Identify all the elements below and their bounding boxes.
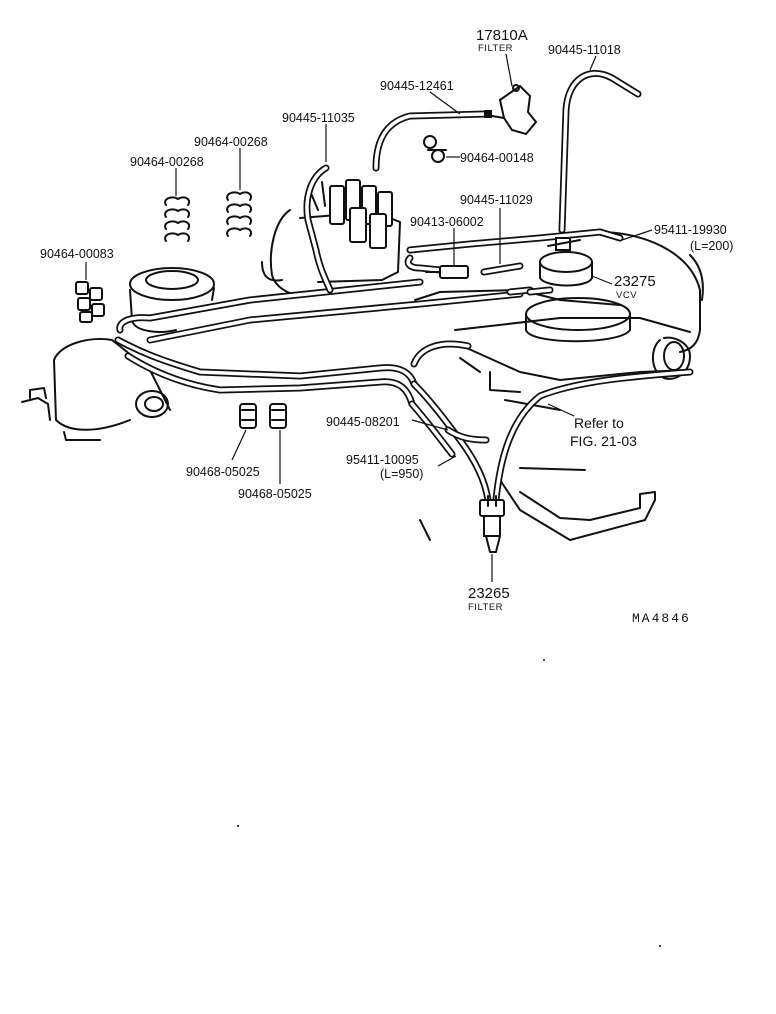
label-23265: 23265 — [468, 585, 510, 602]
label-90445-08201: 90445-08201 — [326, 415, 400, 429]
label-23275: 23275 — [614, 273, 656, 290]
spring-clips-90464-00268 — [164, 191, 252, 242]
length-95411-19930: (L=200) — [690, 239, 733, 253]
refer-to-line1: Refer to — [574, 415, 624, 431]
label-90445-11035: 90445-11035 — [282, 111, 355, 125]
diagram-code: MA4846 — [632, 611, 691, 626]
label-90445-11029: 90445-11029 — [460, 193, 533, 207]
hose-network — [114, 70, 694, 504]
label-90468-05025-b: 90468-05025 — [238, 487, 312, 501]
label-90445-11018: 90445-11018 — [548, 43, 621, 57]
leader-lines — [85, 53, 653, 582]
length-95411-10095: (L=950) — [380, 467, 423, 481]
clamps-90468-05025 — [239, 403, 287, 429]
filter-17810a-part — [484, 84, 538, 136]
label-90413-06002: 90413-06002 — [410, 215, 484, 229]
clips-90464-00083 — [75, 281, 105, 323]
scan-specks — [237, 659, 661, 947]
label-17810a: 17810A — [476, 27, 528, 44]
refer-to-line2: FIG. 21-03 — [570, 433, 637, 449]
filter-23265-part — [479, 495, 505, 553]
label-90445-12461: 90445-12461 — [380, 79, 454, 93]
engine-outline — [414, 231, 704, 541]
label-90464-00268-b: 90464-00268 — [130, 155, 204, 169]
clip-90464-00148-part — [423, 135, 447, 163]
distributor — [261, 179, 401, 298]
label-90464-00268-a: 90464-00268 — [194, 135, 268, 149]
note-23265: FILTER — [468, 602, 503, 613]
note-23275: VCV — [616, 290, 637, 301]
vcv-23275-part — [539, 237, 593, 287]
intake-elbow — [21, 267, 215, 441]
label-90468-05025-a: 90468-05025 — [186, 465, 260, 479]
label-90464-00083: 90464-00083 — [40, 247, 114, 261]
label-95411-10095: 95411-10095 — [346, 453, 419, 467]
label-90464-00148: 90464-00148 — [460, 151, 534, 165]
part-labels: 17810A FILTER 90445-11018 90445-12461 90… — [40, 27, 733, 626]
note-17810a: FILTER — [478, 43, 513, 54]
label-95411-19930: 95411-19930 — [654, 223, 727, 237]
